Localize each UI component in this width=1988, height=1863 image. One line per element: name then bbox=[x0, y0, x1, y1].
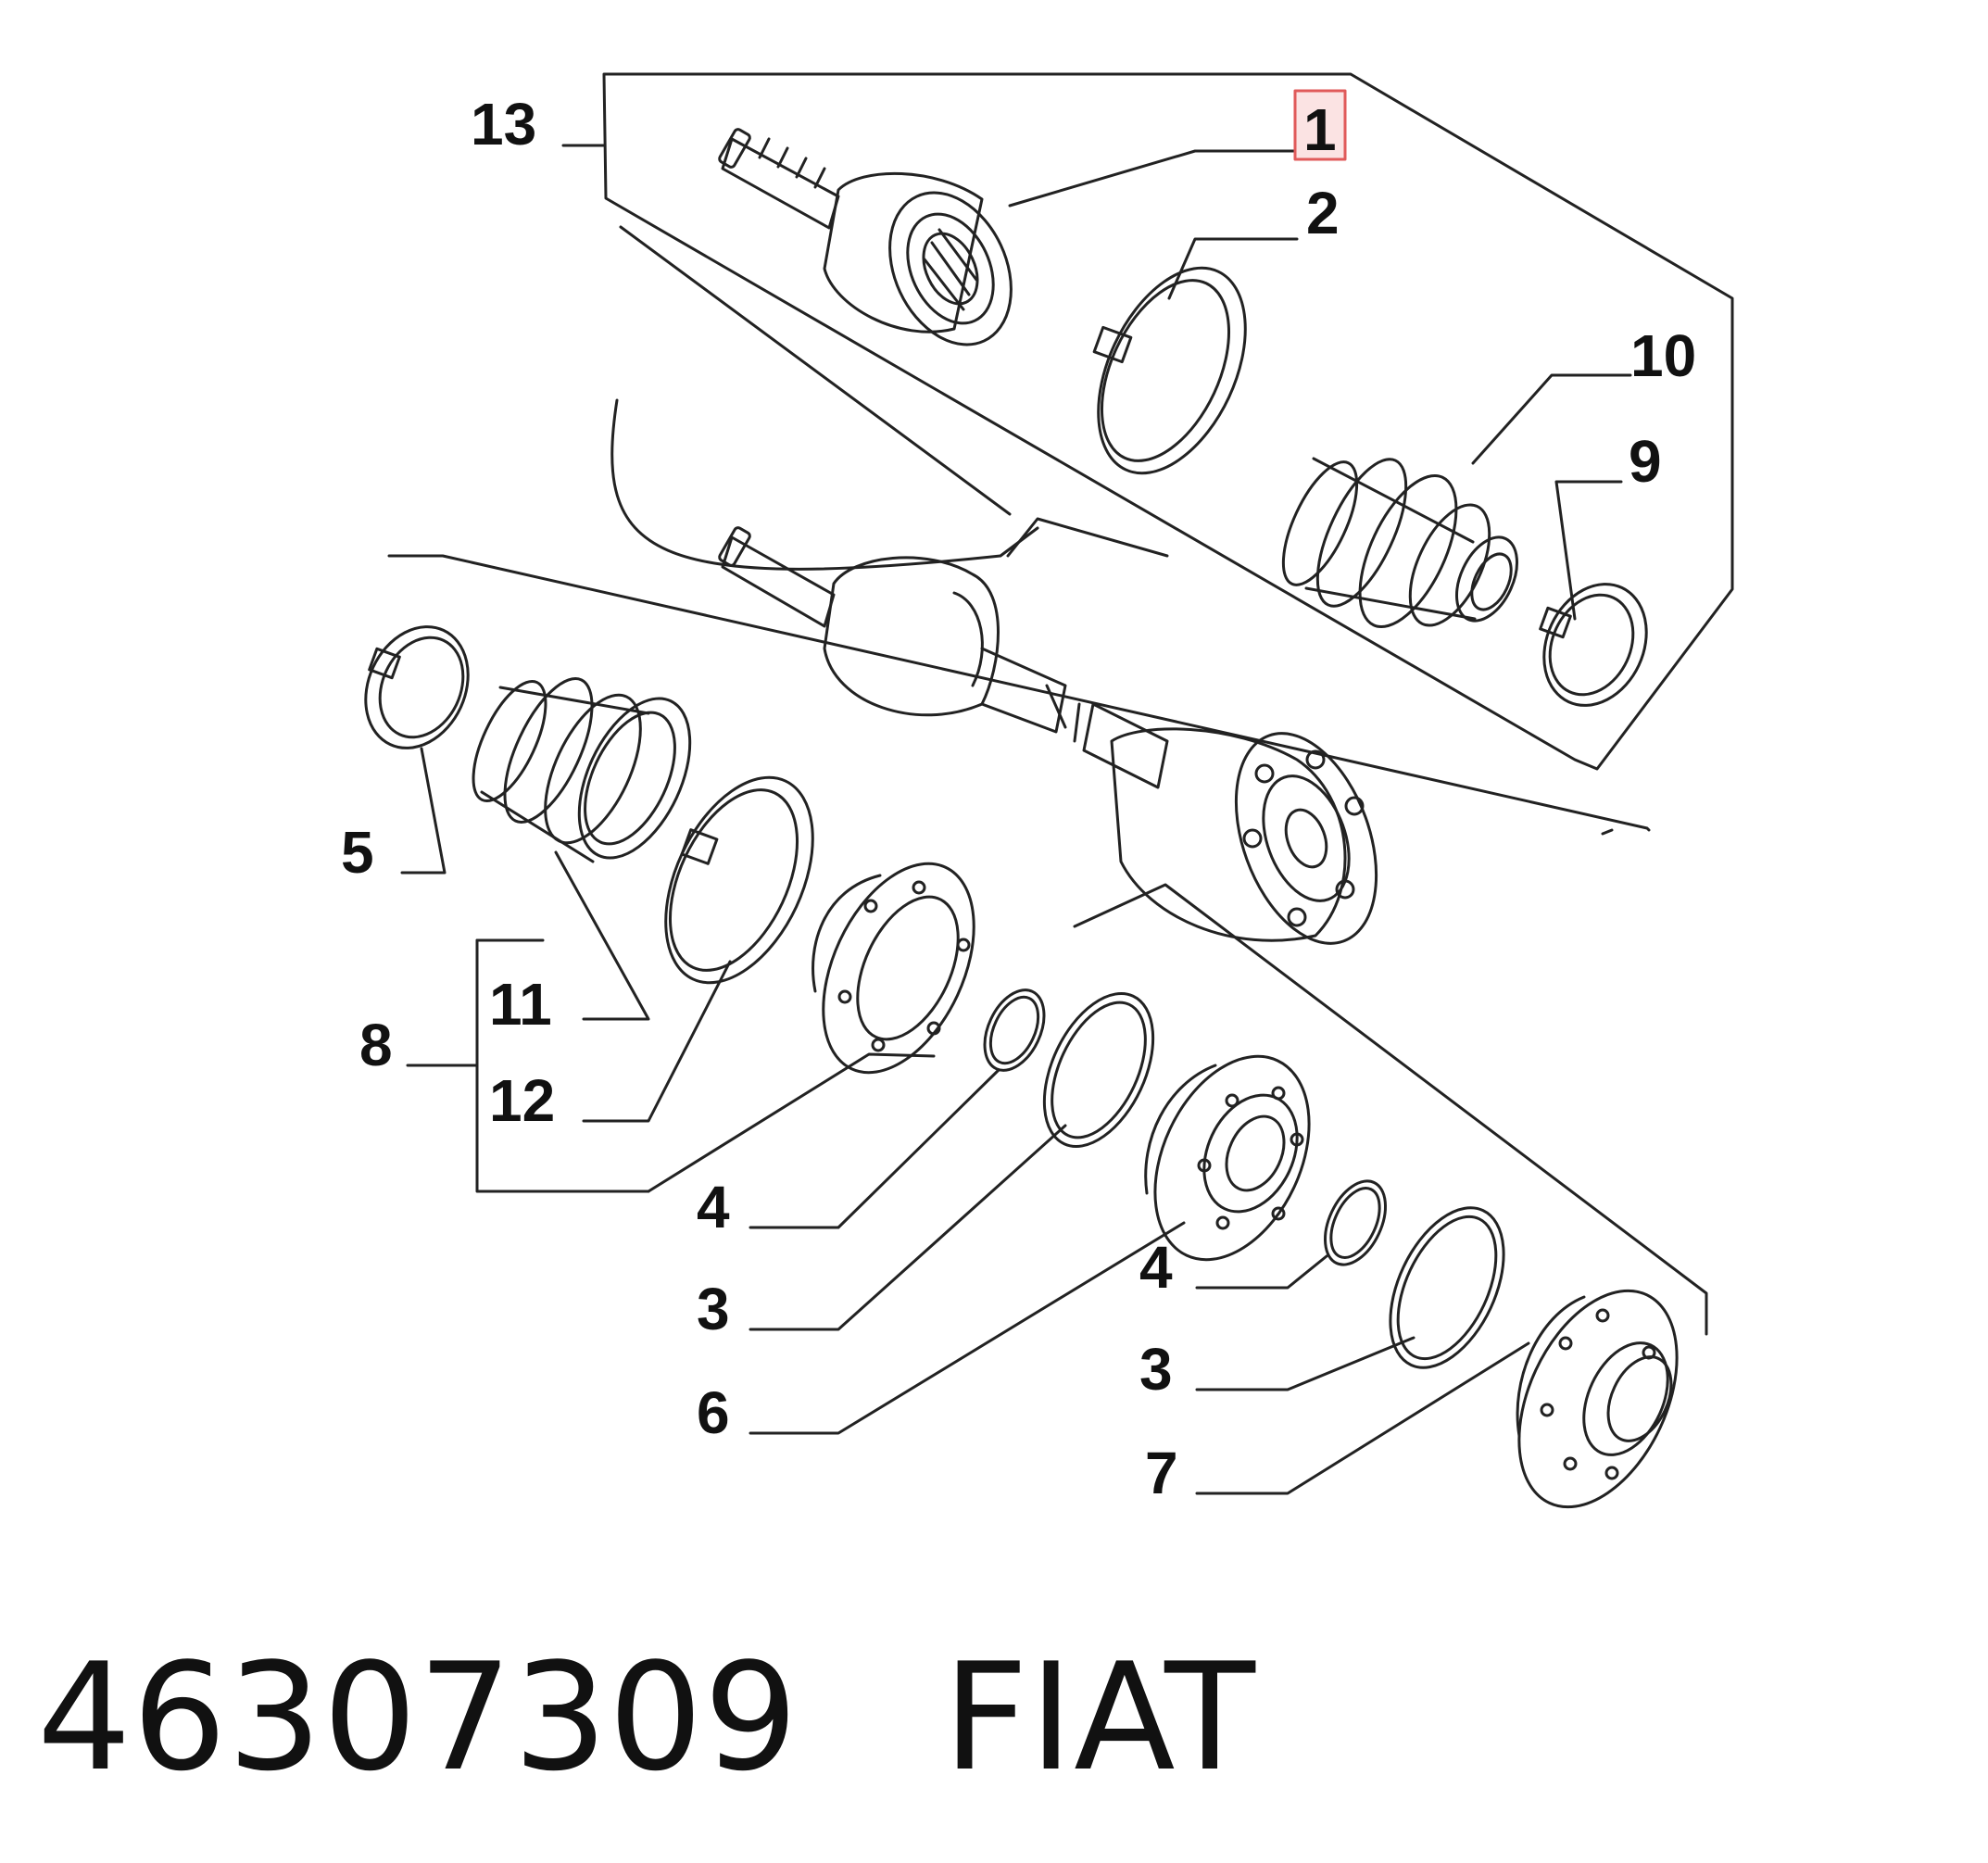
outer-boot[interactable] bbox=[1268, 447, 1529, 641]
clamp-2[interactable] bbox=[1069, 245, 1276, 496]
leader-lines bbox=[400, 149, 1632, 1495]
highlight-box bbox=[1293, 89, 1347, 161]
assembled-drive-shaft[interactable] bbox=[610, 225, 1403, 963]
outer-cv-joint[interactable] bbox=[718, 128, 1035, 364]
callout-3a: 3 bbox=[697, 1276, 730, 1342]
circlip-4a[interactable] bbox=[973, 980, 1056, 1079]
o-ring-3b[interactable] bbox=[1367, 1190, 1527, 1386]
group-frame-13 bbox=[561, 72, 1734, 771]
callout-4b: 4 bbox=[1139, 1234, 1173, 1301]
callout-10: 10 bbox=[1630, 322, 1696, 389]
clamp-9[interactable] bbox=[1525, 567, 1666, 722]
group-frame-lower bbox=[387, 554, 1708, 1336]
o-ring-3a[interactable] bbox=[1022, 976, 1175, 1164]
callout-2: 2 bbox=[1306, 180, 1340, 246]
callout-5: 5 bbox=[341, 819, 374, 886]
callout-3b: 3 bbox=[1139, 1336, 1173, 1403]
callouts: 13 1 2 10 9 5 8 11 12 4 3 6 4 3 7 bbox=[341, 91, 1696, 1506]
end-flange[interactable] bbox=[1488, 1265, 1709, 1531]
callout-13: 13 bbox=[471, 91, 536, 157]
part-number-footer: 46307309 FIAT bbox=[37, 1630, 1256, 1804]
callout-6: 6 bbox=[697, 1379, 730, 1446]
callout-12: 12 bbox=[489, 1067, 555, 1134]
callout-9: 9 bbox=[1629, 428, 1662, 495]
inner-boot[interactable] bbox=[459, 667, 712, 875]
part-number: 46307309 bbox=[37, 1630, 799, 1804]
callout-8: 8 bbox=[359, 1012, 393, 1078]
clamp-5[interactable] bbox=[346, 610, 487, 764]
inner-joint-housing[interactable] bbox=[793, 840, 1004, 1097]
circlip-4b[interactable] bbox=[1313, 1172, 1397, 1275]
callout-1[interactable]: 1 bbox=[1303, 96, 1337, 163]
brand-name: FIAT bbox=[942, 1630, 1256, 1804]
callout-11: 11 bbox=[489, 971, 552, 1038]
callout-7: 7 bbox=[1145, 1440, 1178, 1506]
clamp-12[interactable] bbox=[636, 754, 843, 1005]
callout-4a: 4 bbox=[697, 1174, 730, 1240]
tripod-spider[interactable] bbox=[1125, 1032, 1340, 1285]
